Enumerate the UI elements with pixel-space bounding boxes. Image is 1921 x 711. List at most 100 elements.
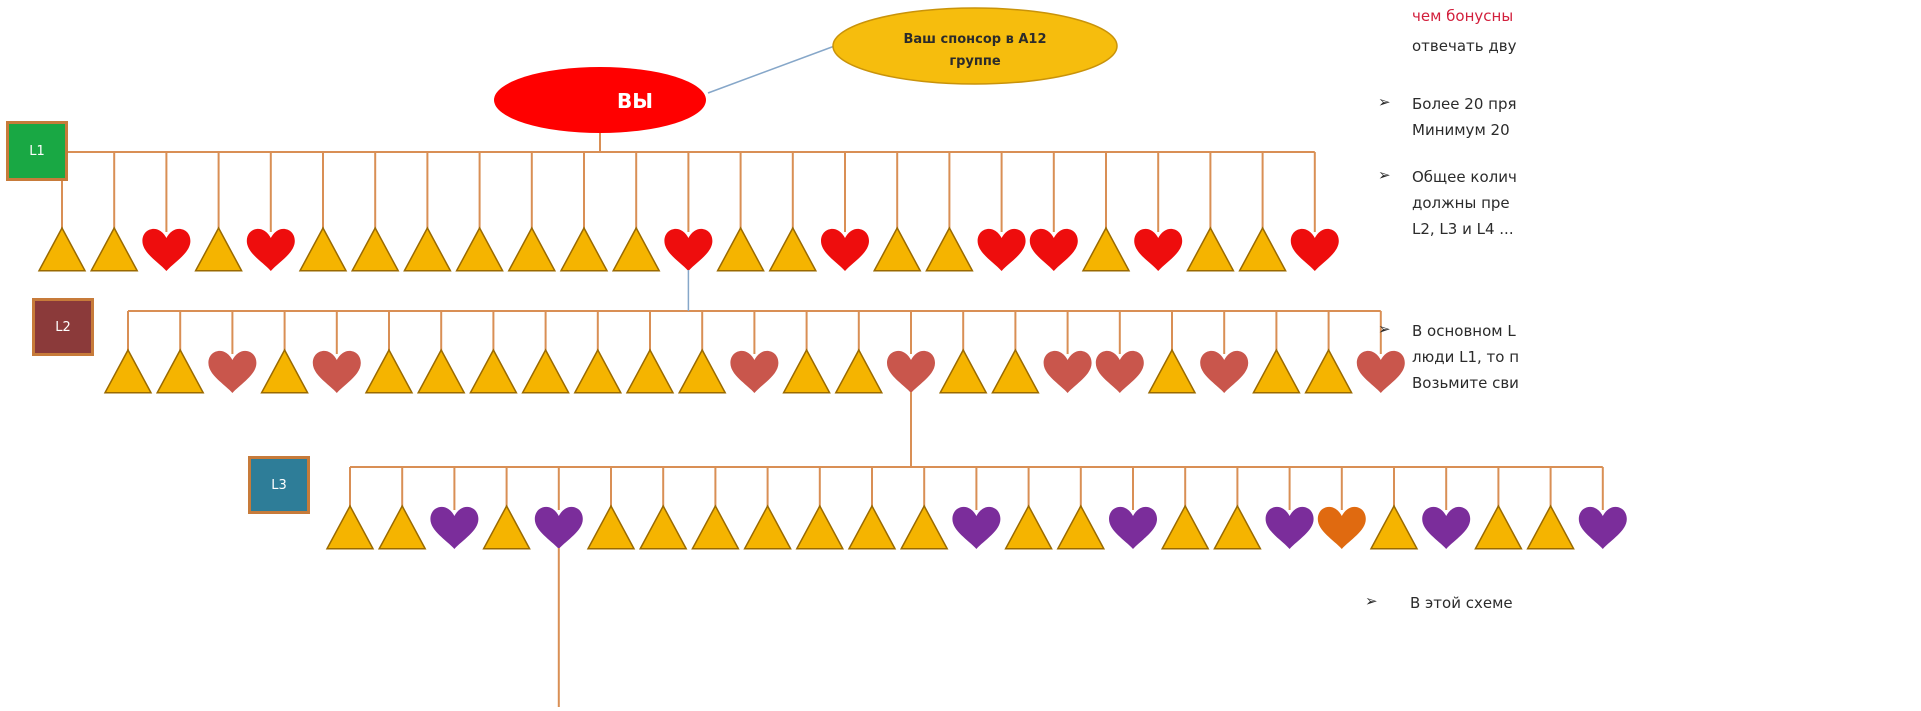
- heart-node: [730, 350, 779, 393]
- triangle-node: [377, 504, 427, 550]
- level-box-l2: L2: [32, 298, 94, 356]
- triangle-node: [1147, 348, 1197, 394]
- triangle-node: [782, 348, 831, 394]
- triangle-node: [194, 226, 243, 272]
- triangle-node: [1304, 348, 1353, 394]
- triangle-node: [586, 504, 636, 550]
- triangle-node: [677, 348, 727, 394]
- heart-node: [1265, 506, 1314, 549]
- triangle-node: [938, 348, 988, 394]
- heart-node: [1317, 506, 1366, 549]
- triangle-node: [1213, 504, 1262, 550]
- triangle-node: [507, 226, 557, 272]
- side-text-line1: чем бонусны: [1412, 7, 1514, 25]
- bullet-icon: ➢: [1378, 166, 1391, 184]
- side-text-b3-line2: люди L1, то п: [1412, 348, 1520, 366]
- triangle-node: [573, 348, 623, 394]
- triangle-node: [834, 348, 884, 394]
- triangle-node: [350, 226, 400, 272]
- side-text-b3-line1: В основном L: [1412, 322, 1516, 340]
- triangle-node: [795, 504, 845, 550]
- triangle-node: [899, 504, 949, 550]
- heart-node: [534, 506, 583, 549]
- heart-node: [1095, 350, 1144, 393]
- level-box-l1: L1: [6, 121, 68, 181]
- level-box-l3: L3: [248, 456, 310, 514]
- you-ellipse: [494, 67, 706, 133]
- triangle-node: [325, 504, 375, 550]
- side-text-b4-line1: В этой схеме: [1410, 594, 1513, 612]
- heart-node: [887, 350, 935, 393]
- heart-node: [430, 506, 479, 549]
- triangle-node: [1004, 504, 1053, 550]
- triangle-node: [103, 348, 153, 394]
- triangle-node: [1238, 226, 1287, 272]
- heart-node: [952, 506, 1001, 549]
- heart-node: [246, 228, 295, 271]
- triangle-node: [455, 226, 504, 272]
- side-text-b3-line3: Возьмите сви: [1412, 374, 1519, 392]
- bullet-icon: ➢: [1378, 320, 1391, 338]
- triangle-node: [847, 504, 897, 550]
- triangle-node: [1160, 504, 1210, 550]
- triangle-node: [611, 226, 661, 272]
- side-text-b1-line1: Более 20 пря: [1412, 95, 1517, 113]
- heart-node: [664, 228, 713, 271]
- triangle-node: [403, 226, 452, 272]
- triangle-node: [416, 348, 466, 394]
- triangle-node: [89, 226, 139, 272]
- triangle-node: [1526, 504, 1575, 550]
- bullet-icon: ➢: [1378, 93, 1391, 111]
- heart-node: [821, 228, 869, 271]
- side-text-line2: отвечать дву: [1412, 37, 1517, 55]
- sponsor-label-line1: Ваш спонсор в А12: [903, 32, 1047, 47]
- heart-node: [1200, 350, 1249, 393]
- triangle-node: [469, 348, 518, 394]
- triangle-node: [298, 226, 348, 272]
- heart-node: [312, 350, 361, 393]
- triangle-node: [1474, 504, 1523, 550]
- triangle-node: [482, 504, 531, 550]
- triangle-node: [768, 226, 818, 272]
- triangle-node: [1369, 504, 1419, 550]
- sponsor-ellipse: [832, 7, 1118, 85]
- triangle-node: [991, 348, 1040, 394]
- heart-node: [1422, 506, 1471, 549]
- triangle-node: [1081, 226, 1131, 272]
- triangle-node: [559, 226, 609, 272]
- heart-node: [1109, 506, 1157, 549]
- triangle-node: [37, 226, 87, 272]
- sponsor-label-line2: группе: [949, 54, 1001, 69]
- side-text-b2-line3: L2, L3 и L4 ...: [1412, 220, 1514, 238]
- triangle-node: [743, 504, 792, 550]
- side-text-b1-line2: Минимум 20: [1412, 121, 1510, 139]
- heart-node: [1290, 228, 1339, 271]
- side-text-b2-line2: должны пре: [1412, 194, 1510, 212]
- heart-node: [208, 350, 257, 393]
- triangle-node: [260, 348, 309, 394]
- you-label: ВЫ: [617, 89, 653, 113]
- heart-node: [977, 228, 1026, 271]
- sponsor-connector-line: [707, 43, 841, 94]
- side-text-b2-line1: Общее колич: [1412, 168, 1517, 186]
- triangle-node: [1252, 348, 1301, 394]
- triangle-node: [364, 348, 414, 394]
- heart-node: [1578, 506, 1627, 549]
- heart-node: [142, 228, 191, 271]
- triangle-node: [1186, 226, 1235, 272]
- bullet-icon: ➢: [1365, 592, 1378, 610]
- triangle-node: [638, 504, 688, 550]
- heart-node: [1029, 228, 1078, 271]
- triangle-node: [1056, 504, 1106, 550]
- triangle-node: [691, 504, 740, 550]
- heart-node: [1134, 228, 1183, 271]
- triangle-node: [716, 226, 765, 272]
- triangle-node: [925, 226, 974, 272]
- heart-node: [1356, 350, 1405, 393]
- triangle-node: [155, 348, 205, 394]
- heart-node: [1043, 350, 1092, 393]
- triangle-node: [521, 348, 570, 394]
- triangle-node: [625, 348, 675, 394]
